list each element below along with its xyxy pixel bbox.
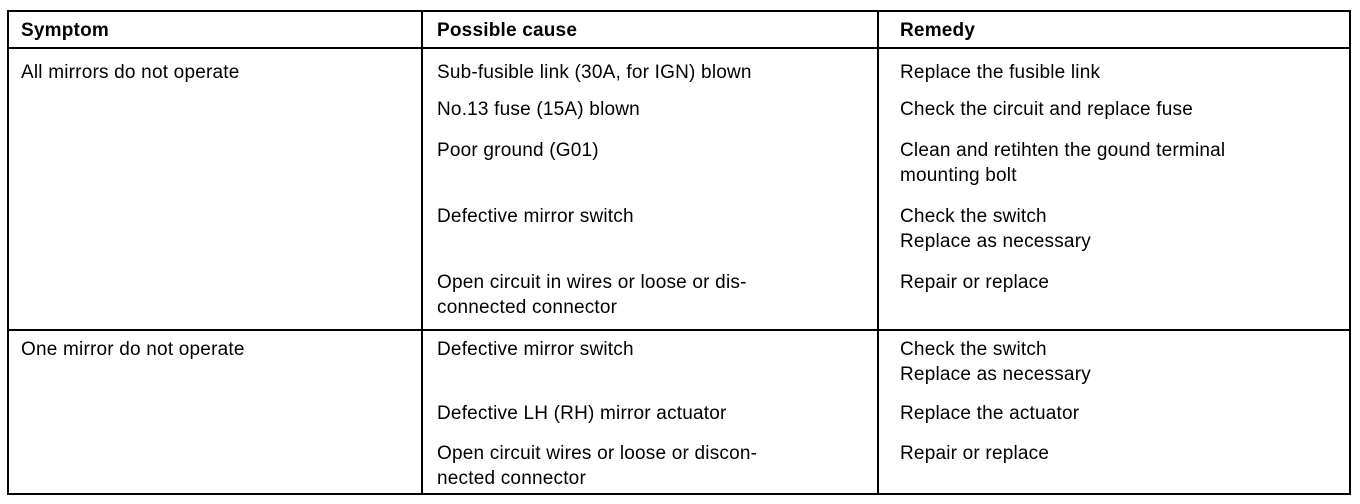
header-remedy: Remedy [900, 20, 976, 41]
remedy-cell: Check the switch Replace as necessary [900, 206, 1091, 252]
cause-cell: Defective mirror switch [437, 339, 634, 360]
cause-cell: Poor ground (G01) [437, 140, 599, 161]
header-symptom: Symptom [21, 20, 109, 41]
cause-cell: Open circuit wires or loose or discon- n… [437, 443, 758, 489]
column-divider [877, 12, 879, 493]
cause-cell: Open circuit in wires or loose or dis- c… [437, 272, 747, 318]
remedy-cell: Clean and retihten the gound terminal mo… [900, 140, 1226, 186]
remedy-cell: Repair or replace [900, 443, 1050, 464]
header-divider [9, 47, 1349, 49]
group-divider [9, 329, 1349, 331]
symptom-cell: All mirrors do not operate [21, 62, 240, 83]
cause-cell: Defective mirror switch [437, 206, 634, 227]
remedy-cell: Replace the fusible link [900, 62, 1101, 83]
symptom-cell: One mirror do not operate [21, 339, 245, 360]
symptom-table: Symptom Possible cause Remedy All mirror… [7, 10, 1351, 495]
cause-cell: Defective LH (RH) mirror actuator [437, 403, 727, 424]
remedy-cell: Check the switch Replace as necessary [900, 339, 1091, 385]
cause-cell: Sub-fusible link (30A, for IGN) blown [437, 62, 752, 83]
remedy-cell: Repair or replace [900, 272, 1050, 293]
header-possible-cause: Possible cause [437, 20, 578, 41]
remedy-cell: Check the circuit and replace fuse [900, 99, 1194, 120]
cause-cell: No.13 fuse (15A) blown [437, 99, 640, 120]
remedy-cell: Replace the actuator [900, 403, 1080, 424]
column-divider [421, 12, 423, 493]
